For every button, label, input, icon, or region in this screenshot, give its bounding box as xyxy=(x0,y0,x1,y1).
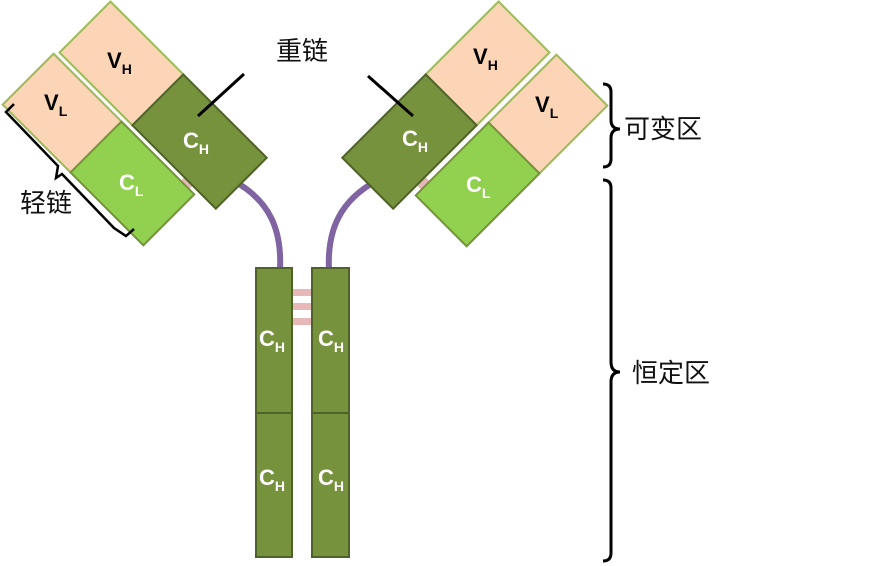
light-chain-arm-left xyxy=(1,52,196,247)
disulfide-bond-heavy-2 xyxy=(292,303,314,310)
hinge-left xyxy=(230,177,284,271)
variable-region-bracket xyxy=(602,82,621,169)
heavy-chain-stem-right: CH CH xyxy=(311,267,350,558)
hinge-right xyxy=(325,177,380,271)
heavy-chain-label: 重链 xyxy=(276,37,328,67)
disulfide-bond-heavy-1 xyxy=(292,289,314,296)
light-chain-bracket xyxy=(4,103,135,238)
constant-region-label: 恒定区 xyxy=(632,359,710,389)
ch-label: CH xyxy=(259,326,285,355)
heavy-chain-pointer-left xyxy=(196,72,246,118)
ch-domain-stem-right-upper xyxy=(311,267,350,414)
ch-label: CH xyxy=(259,465,285,494)
cl-domain-right xyxy=(414,121,541,248)
vh-label: VH xyxy=(473,44,498,73)
vl-label: VL xyxy=(535,92,559,121)
ch-label: CH xyxy=(402,126,428,155)
cl-domain-left xyxy=(69,120,196,247)
variable-region-label: 可变区 xyxy=(624,115,702,145)
ch-label: CH xyxy=(318,326,344,355)
ch-domain-stem-right-lower xyxy=(311,412,350,558)
ch-label: CH xyxy=(183,128,209,157)
disulfide-bond-heavy-3 xyxy=(292,318,314,325)
heavy-chain-arm-left xyxy=(58,0,269,211)
cl-label: CL xyxy=(466,172,491,201)
ch-domain-arm-right xyxy=(340,72,479,211)
heavy-chain-pointer-right xyxy=(367,74,414,118)
constant-region-bracket xyxy=(602,178,621,563)
ch-domain-stem-left-upper xyxy=(255,267,293,414)
heavy-chain-arm-right xyxy=(340,0,551,211)
cl-label: CL xyxy=(119,170,144,199)
vh-label: VH xyxy=(107,48,132,77)
ch-domain-stem-left-lower xyxy=(255,412,293,558)
light-chain-arm-right xyxy=(414,53,609,248)
ch-domain-arm-left xyxy=(130,72,269,211)
heavy-chain-stem-left: CH CH xyxy=(255,267,293,558)
vl-label: VL xyxy=(44,90,68,119)
light-chain-label: 轻链 xyxy=(20,189,72,219)
ch-label: CH xyxy=(318,465,344,494)
